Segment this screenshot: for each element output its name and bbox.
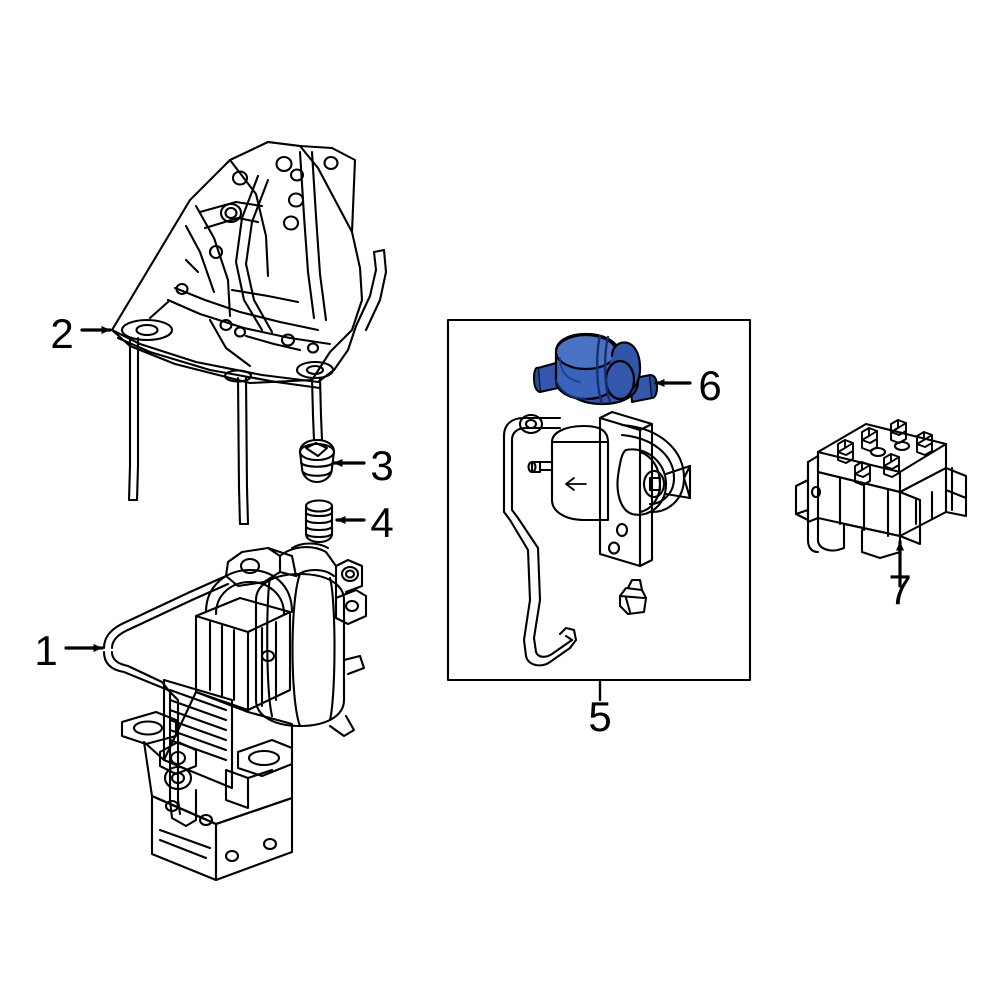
callout-3-number: 3 [370, 442, 393, 489]
callout-5-number: 5 [588, 693, 611, 740]
part-2-compressor-mounting-bracket[interactable] [110, 140, 388, 526]
callout-6-number: 6 [698, 362, 721, 409]
part-6-air-dryer-filter[interactable] [533, 332, 658, 406]
part-5-air-dryer-solenoid-valve-and-line-assembly[interactable] [502, 410, 692, 667]
callout-2-number: 2 [50, 310, 73, 357]
part-3-upper-isolator-bushing[interactable] [298, 438, 336, 484]
part-4-lower-isolator-spacer[interactable] [304, 499, 334, 544]
part-1-air-suspension-compressor-assembly[interactable] [102, 542, 368, 882]
callout-4-number: 4 [370, 499, 393, 546]
callout-numbers: 1 2 3 4 5 6 7 [34, 310, 911, 740]
callout-1-number: 1 [34, 627, 57, 674]
callout-7-number: 7 [888, 566, 911, 613]
part-7-air-suspension-valve-block-solenoid-manifold[interactable] [794, 419, 968, 560]
callout-leaders [64, 326, 904, 702]
